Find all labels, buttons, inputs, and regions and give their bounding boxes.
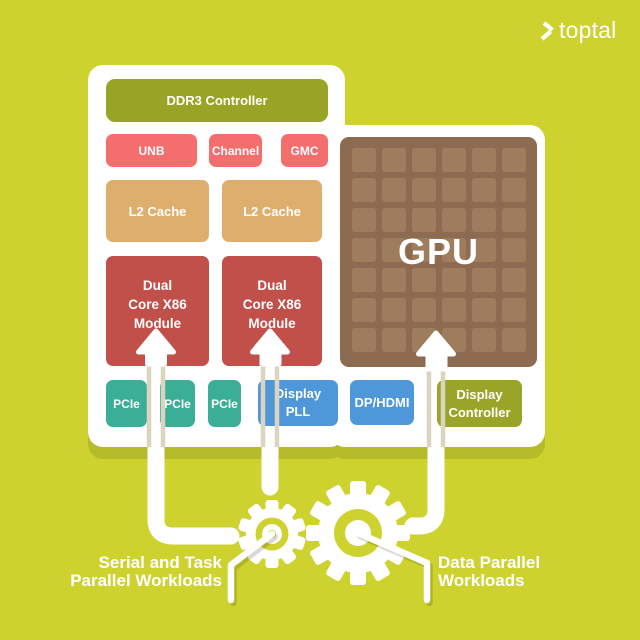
block-label: UNB bbox=[138, 143, 165, 158]
block-gmc: GMC bbox=[281, 134, 328, 167]
gpu-cell bbox=[412, 268, 436, 292]
toptal-logo: toptal bbox=[540, 17, 616, 44]
arrow-up-icon-gpu bbox=[416, 330, 456, 372]
block-label: Display PLL bbox=[274, 386, 322, 419]
block-label: L2 Cache bbox=[128, 203, 187, 219]
gpu-cell bbox=[472, 238, 496, 262]
arrow-stem-caps bbox=[222, 478, 422, 545]
block-label: PCIe bbox=[211, 396, 238, 411]
block-label: Dual Core X86 Module bbox=[128, 278, 187, 331]
block-label: GMC bbox=[290, 143, 319, 158]
gpu-cell bbox=[382, 148, 406, 172]
gpu-label: GPU bbox=[397, 231, 479, 272]
gpu-cell bbox=[382, 298, 406, 322]
arrow-stem-data bbox=[413, 447, 445, 535]
arrow-up-icon-module-left bbox=[136, 328, 176, 367]
gpu-cell bbox=[442, 148, 466, 172]
block-label: PCIe bbox=[113, 396, 140, 411]
gpu-cell bbox=[472, 148, 496, 172]
toptal-wordmark: toptal bbox=[559, 17, 617, 43]
block-unb: UNB bbox=[106, 134, 197, 167]
block-label: DDR3 Controller bbox=[166, 93, 268, 108]
gpu-cell bbox=[352, 268, 376, 292]
gpu-cell bbox=[472, 268, 496, 292]
gpu-cell bbox=[352, 298, 376, 322]
gpu-cell bbox=[502, 148, 526, 172]
gpu-cell bbox=[442, 298, 466, 322]
gpu-cell bbox=[442, 238, 466, 262]
gpu-cell bbox=[472, 328, 496, 352]
block-label: Channel bbox=[211, 143, 260, 158]
block-l2-cache-left: L2 Cache bbox=[106, 180, 209, 242]
gpu-cell bbox=[472, 178, 496, 202]
gpu-cell bbox=[382, 208, 406, 232]
block-pcie-2: PCIe bbox=[160, 380, 195, 427]
arrow-up-icon-module-right bbox=[250, 328, 290, 367]
block-dp-hdmi: DP/HDMI bbox=[350, 380, 414, 425]
gpu-cell bbox=[502, 238, 526, 262]
gpu-cell bbox=[442, 268, 466, 292]
gears bbox=[238, 481, 410, 585]
arrow-stem-serial-left bbox=[147, 447, 231, 545]
block-gpu: GPU bbox=[340, 137, 537, 367]
block-label: DP/HDMI bbox=[354, 395, 410, 410]
block-label: PCIe bbox=[164, 396, 191, 411]
gpu-cell bbox=[352, 148, 376, 172]
gpu-cell bbox=[442, 208, 466, 232]
block-ddr3-controller: DDR3 Controller bbox=[106, 79, 328, 122]
gpu-cell bbox=[382, 268, 406, 292]
label-data-parallel-workloads: Data Parallel Workloads bbox=[438, 553, 541, 591]
gpu-cell bbox=[442, 178, 466, 202]
gpu-cell bbox=[412, 298, 436, 322]
block-label: L2 Cache bbox=[243, 203, 301, 219]
arrow-heads bbox=[136, 328, 456, 372]
block-display-controller: Display Controller bbox=[437, 380, 522, 427]
gpu-cell bbox=[352, 208, 376, 232]
block-pcie-3: PCIe bbox=[208, 380, 241, 427]
block-channel: Channel bbox=[209, 134, 262, 167]
gpu-cell bbox=[472, 298, 496, 322]
leader-lines bbox=[227, 529, 431, 604]
toptal-mark-icon bbox=[540, 20, 554, 41]
gpu-cell bbox=[502, 178, 526, 202]
block-l2-cache-right: L2 Cache bbox=[222, 180, 322, 242]
stem-channel-outlines bbox=[146, 366, 446, 447]
gpu-cell bbox=[502, 298, 526, 322]
gpu-cell bbox=[352, 178, 376, 202]
gpu-cell bbox=[352, 328, 376, 352]
gpu-cell bbox=[382, 178, 406, 202]
label-serial-task-workloads: Serial and Task Parallel Workloads bbox=[70, 553, 222, 591]
block-label: Dual Core X86 Module bbox=[242, 278, 302, 331]
gpu-cell bbox=[382, 238, 406, 262]
gpu-cell bbox=[472, 208, 496, 232]
gpu-cell bbox=[412, 148, 436, 172]
block-display-pll: Display PLL bbox=[258, 380, 338, 426]
gpu-cell bbox=[502, 268, 526, 292]
leader-line-serial bbox=[227, 530, 276, 604]
gpu-cell bbox=[412, 178, 436, 202]
gpu-cell bbox=[502, 208, 526, 232]
block-pcie-1: PCIe bbox=[106, 380, 147, 427]
gpu-cell bbox=[412, 238, 436, 262]
gpu-cell bbox=[382, 328, 406, 352]
gpu-cell bbox=[502, 328, 526, 352]
block-label: Display Controller bbox=[448, 386, 511, 420]
gpu-cell bbox=[352, 238, 376, 262]
gpu-cell bbox=[412, 208, 436, 232]
leader-line-data bbox=[354, 529, 431, 604]
